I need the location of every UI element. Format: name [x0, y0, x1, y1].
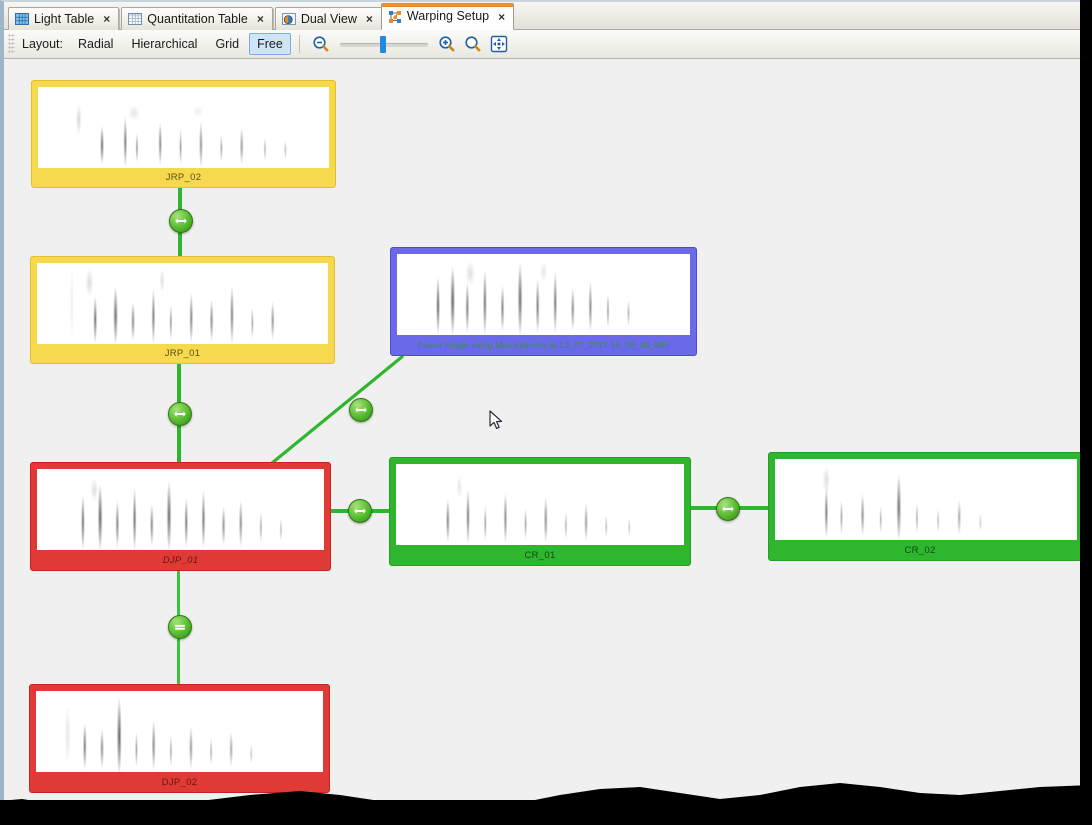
node-label: JRP_01 [164, 348, 201, 359]
tab-warping-setup[interactable]: Warping Setup × [380, 3, 515, 30]
layout-toolbar: Layout: Radial Hierarchical Grid Free [4, 30, 1080, 59]
layout-option-free[interactable]: Free [249, 33, 291, 55]
fit-to-screen-icon[interactable] [488, 33, 510, 55]
toolbar-separator [298, 35, 300, 53]
chromatogram-image [37, 469, 324, 550]
tab-separator [272, 9, 274, 29]
link-badge-fused-djp01[interactable] [349, 398, 373, 422]
zoom-out-icon[interactable] [310, 33, 332, 55]
node-thumbnail [38, 87, 329, 168]
tab-strip: Light Table × [4, 2, 1080, 30]
dual-view-icon [281, 12, 296, 26]
node-djp-01[interactable]: DJP_01 [30, 462, 331, 571]
link-badge-jrp02-jrp01[interactable] [169, 209, 193, 233]
warping-graph-canvas[interactable]: JRP_02 JRP_01 Fused Image using Max Inte… [4, 59, 1080, 800]
node-cr-01[interactable]: CR_01 [389, 457, 691, 566]
link-badge-jrp01-djp01[interactable] [168, 402, 192, 426]
link-badge-cr01-cr02[interactable] [716, 497, 740, 521]
node-label: Fused Image using Max Intensity at 13_07… [417, 340, 670, 350]
node-thumbnail [396, 464, 684, 545]
node-thumbnail [775, 459, 1077, 540]
link-badge-djp01-cr01[interactable] [348, 499, 372, 523]
layout-option-radial[interactable]: Radial [78, 37, 114, 51]
application-window: Light Table × [0, 0, 1080, 800]
right-black-edge [1080, 0, 1092, 825]
zoom-slider-thumb[interactable] [379, 36, 386, 53]
table-icon [128, 12, 143, 26]
node-thumbnail [36, 691, 323, 772]
arrow-cursor-icon [489, 410, 503, 429]
equals-icon [175, 624, 185, 630]
node-label: CR_01 [524, 550, 556, 561]
tab-light-table[interactable]: Light Table × [8, 7, 120, 30]
double-arrow-icon [354, 508, 366, 514]
toolbar-grip[interactable] [8, 34, 15, 54]
chromatogram-image [36, 691, 323, 772]
network-nodes-icon [388, 10, 402, 24]
layout-option-hierarchical[interactable]: Hierarchical [131, 37, 198, 51]
tab-label: Dual View [300, 11, 357, 26]
tab-dual-view[interactable]: Dual View × [274, 7, 382, 30]
double-arrow-icon [174, 411, 186, 417]
layout-label: Layout: [22, 37, 64, 51]
double-arrow-icon [722, 506, 734, 512]
tab-close-icon[interactable]: × [103, 12, 111, 26]
tab-close-icon[interactable]: × [498, 9, 506, 24]
chromatogram-image [37, 263, 328, 344]
chromatogram-image [775, 459, 1077, 540]
node-label: JRP_02 [165, 172, 202, 183]
link-badge-djp01-djp02[interactable] [168, 615, 192, 639]
node-jrp-01[interactable]: JRP_01 [30, 256, 335, 364]
tab-label: Light Table [34, 11, 95, 26]
layout-option-grid[interactable]: Grid [215, 37, 240, 51]
node-label: DJP_01 [162, 555, 199, 566]
node-cr-02[interactable]: CR_02 [768, 452, 1080, 561]
node-thumbnail [37, 469, 324, 550]
tab-bar: Light Table × [4, 2, 1080, 30]
node-djp-02[interactable]: DJP_02 [29, 684, 330, 793]
tab-label: Warping Setup [406, 9, 490, 24]
double-arrow-icon [355, 407, 367, 413]
node-thumbnail [37, 263, 328, 344]
tab-close-icon[interactable]: × [365, 12, 373, 26]
node-jrp-02[interactable]: JRP_02 [31, 80, 336, 188]
zoom-in-icon[interactable] [436, 33, 458, 55]
tab-quantitation-table[interactable]: Quantitation Table × [121, 7, 273, 30]
magnifier-icon[interactable] [462, 33, 484, 55]
node-label: DJP_02 [161, 777, 198, 788]
chromatogram-image [396, 464, 684, 545]
node-fused-image[interactable]: Fused Image using Max Intensity at 13_07… [390, 247, 697, 356]
double-arrow-icon [175, 218, 187, 224]
zoom-slider[interactable] [339, 34, 428, 54]
mouse-cursor [489, 410, 505, 437]
tab-label: Quantitation Table [147, 11, 248, 26]
chromatogram-image [397, 254, 690, 335]
tab-separator [119, 9, 121, 29]
node-label: CR_02 [904, 545, 936, 556]
tab-close-icon[interactable]: × [256, 12, 264, 26]
chromatogram-image [38, 87, 329, 168]
grid-table-icon [15, 12, 29, 26]
node-thumbnail [397, 254, 690, 335]
